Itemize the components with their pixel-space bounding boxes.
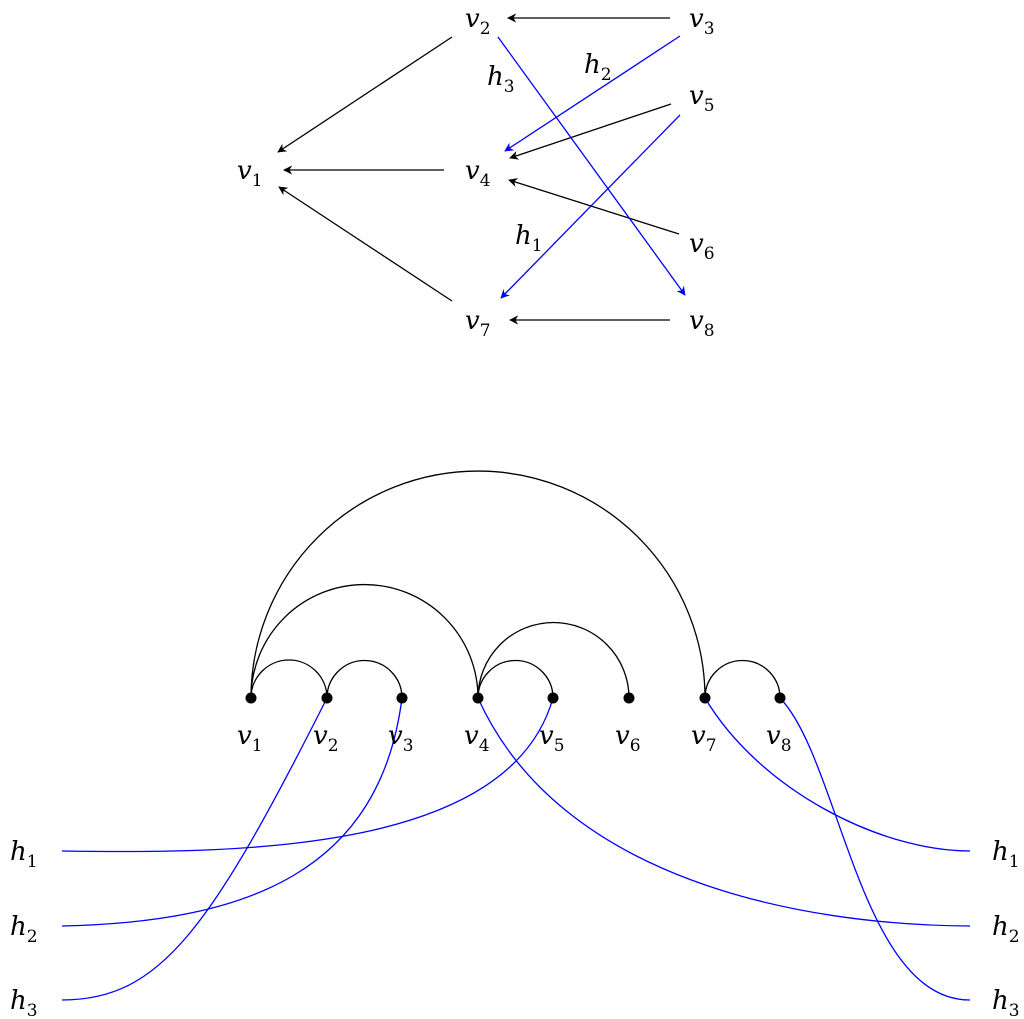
arc-v1-v7 — [250, 470, 706, 699]
vertex-dot-v4 — [472, 692, 484, 704]
arc-v4-v6 — [477, 621, 630, 699]
node-v5: v5 — [689, 81, 715, 116]
edge-label-h1: h1 — [515, 221, 543, 256]
vertex-dot-v6 — [623, 692, 635, 704]
edge-v5-to-v4 — [509, 103, 672, 160]
half-edge-right-h2-v4 — [477, 697, 971, 927]
edge-v7-to-v1 — [278, 186, 453, 302]
node-v7: v7 — [465, 306, 491, 341]
vertex-label-v8: v8 — [766, 721, 792, 756]
bottom-graph-half-edges — [61, 697, 971, 1001]
vertex-label-v7: v7 — [691, 721, 717, 756]
vertex-label-v6: v6 — [615, 721, 641, 756]
edge-v6-to-v4 — [508, 178, 680, 235]
vertex-dot-v5 — [547, 692, 559, 704]
half-edge-label-left-h1: h1 — [10, 837, 38, 872]
half-edge-label-right-h1: h1 — [992, 837, 1020, 872]
top-graph-nodes: v1 v2 v3 v4 v5 v6 v7 v8 — [237, 4, 715, 341]
vertex-label-v1: v1 — [237, 721, 263, 756]
half-edge-left-h2-v3 — [61, 697, 403, 927]
arc-v4-v5 — [477, 659, 554, 699]
vertex-label-v2: v2 — [313, 721, 339, 756]
top-graph-edge-labels: h2 h1 h3 — [487, 50, 612, 256]
half-edge-right-h1-v7 — [704, 697, 971, 852]
node-v6: v6 — [689, 229, 715, 264]
edge-v3-to-v4 — [504, 35, 681, 152]
bottom-graph-labels: h1 h2 h3 h1 h2 h3 v1 v2 v3 v4 v5 v6 v7 v8 — [10, 721, 1020, 1019]
vertex-label-v3: v3 — [388, 721, 414, 756]
top-graph-edges — [277, 13, 686, 325]
bottom-graph-arcs — [250, 470, 781, 699]
node-v2: v2 — [465, 4, 491, 39]
half-edge-label-left-h3: h3 — [10, 986, 38, 1019]
edge-v5-to-v7 — [500, 114, 681, 299]
node-v4: v4 — [465, 156, 491, 191]
half-edge-label-left-h2: h2 — [10, 912, 38, 947]
arc-v7-v8 — [704, 659, 781, 699]
arc-v1-v2 — [250, 659, 328, 699]
vertex-dot-v3 — [396, 692, 408, 704]
half-edge-label-right-h3: h3 — [992, 986, 1020, 1019]
node-v8: v8 — [689, 306, 715, 341]
vertex-label-v4: v4 — [464, 721, 490, 756]
half-edge-left-h3-v2 — [61, 697, 328, 1001]
bottom-graph-vertices — [245, 692, 786, 704]
half-edge-left-h1-v5 — [61, 697, 554, 853]
edge-v2-to-v1 — [277, 36, 453, 153]
vertex-dot-v7 — [699, 692, 711, 704]
half-edge-label-right-h2: h2 — [992, 912, 1020, 947]
node-v3: v3 — [689, 4, 715, 39]
edge-label-h3: h3 — [487, 62, 515, 97]
node-v1: v1 — [237, 156, 263, 191]
vertex-dot-v2 — [321, 692, 333, 704]
vertex-dot-v8 — [774, 692, 786, 704]
arc-v1-v4 — [250, 583, 479, 699]
edge-label-h2: h2 — [584, 50, 612, 85]
edge-v2-to-v8 — [497, 36, 686, 296]
vertex-label-v5: v5 — [539, 721, 565, 756]
vertex-dot-v1 — [245, 692, 257, 704]
half-edge-right-h3-v8 — [779, 697, 971, 1001]
arc-v2-v3 — [326, 659, 403, 699]
